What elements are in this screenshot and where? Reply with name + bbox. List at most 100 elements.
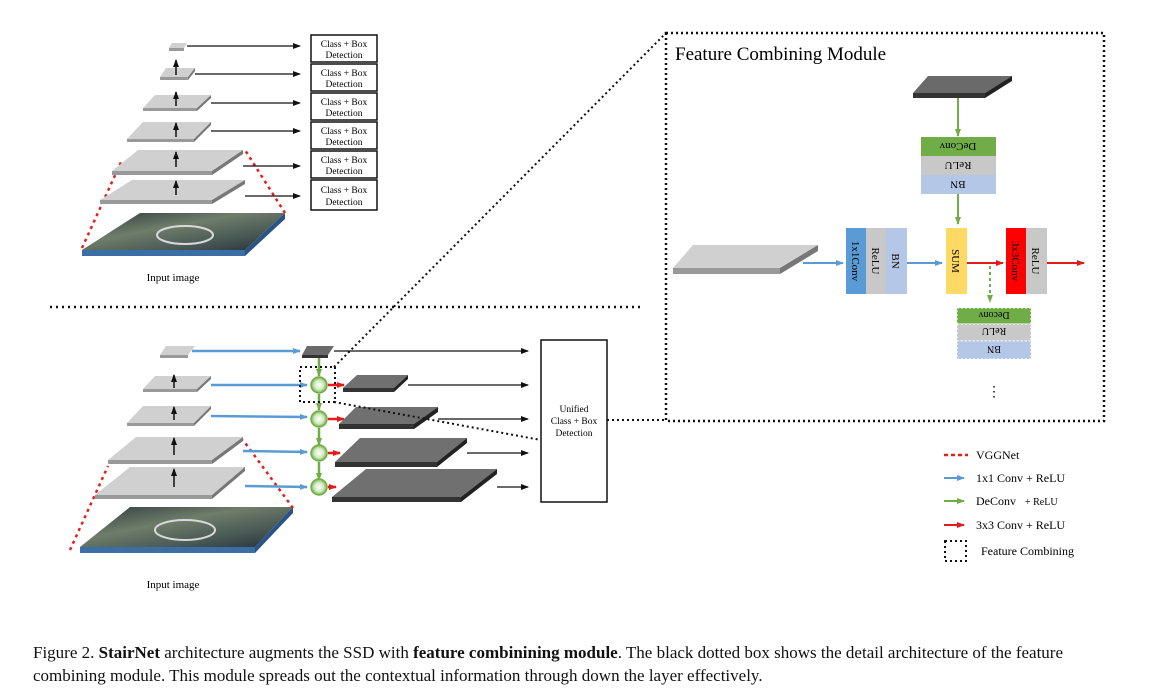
conv1x1-arrows — [192, 348, 308, 490]
svg-text:Detection: Detection — [326, 198, 363, 208]
output-layer-3 — [335, 438, 467, 467]
output-layer-2 — [339, 407, 438, 429]
conv1x1-stack: 1x1Conv ReLU BN — [846, 228, 907, 294]
svg-text:ReLU: ReLU — [1029, 248, 1041, 275]
svg-text:BN: BN — [950, 178, 965, 190]
svg-text:3x3 Conv + ReLU: 3x3 Conv + ReLU — [976, 518, 1065, 532]
svg-text:BN: BN — [987, 343, 1001, 354]
svg-text:Detection: Detection — [326, 138, 363, 148]
svg-text:Feature Combining: Feature Combining — [981, 544, 1074, 558]
module-title: Feature Combining Module — [675, 44, 886, 65]
deconv-stack: DeConv ReLU BN — [921, 137, 996, 194]
svg-text:ReLU: ReLU — [945, 159, 972, 171]
continuation-dots: ⋮ — [987, 385, 1001, 400]
conv3x3-block — [1006, 228, 1026, 294]
combining-nodes — [310, 376, 328, 496]
input-image-top — [82, 213, 285, 256]
relu-block — [921, 156, 996, 175]
svg-text:+ ReLU: + ReLU — [1025, 497, 1058, 508]
svg-text:Detection: Detection — [326, 109, 363, 119]
combining-node — [310, 478, 328, 496]
svg-text:Detection: Detection — [556, 429, 593, 439]
stair-layer-5 — [95, 467, 245, 499]
detection-box: Class + Box Detection — [310, 179, 378, 211]
detection-box: Class + Box Detection — [310, 150, 378, 179]
svg-text:VGGNet: VGGNet — [976, 448, 1020, 462]
svg-text:Class + Box: Class + Box — [321, 40, 368, 50]
svg-text:DeConv: DeConv — [939, 140, 976, 152]
detection-boxes: Class + Box Detection Class + Box Detect… — [310, 34, 378, 211]
ssd-layer-3 — [143, 95, 211, 111]
unified-arrows — [334, 348, 529, 490]
caption-prefix: Figure 2. — [33, 643, 99, 662]
legend-item-conv3x3: 3x3 Conv + ReLU — [944, 518, 1065, 532]
next-deconv-stack: Deconv ReLU BN — [956, 307, 1032, 360]
ssd-detection-arrows — [187, 43, 301, 199]
conv3x3-arrows — [328, 382, 345, 490]
svg-text:1x1Conv: 1x1Conv — [849, 241, 861, 282]
detection-box: Class + Box Detection — [310, 34, 378, 63]
sum-label: SUM — [949, 249, 961, 273]
output-layer-4 — [332, 469, 497, 502]
relu-block — [1026, 228, 1047, 294]
module-upper-layer — [913, 76, 1012, 98]
ssd-pyramid: Class + Box Detection Class + Box Detect… — [80, 34, 378, 284]
ssd-layer-5 — [112, 150, 243, 175]
svg-text:Unified: Unified — [559, 404, 588, 415]
svg-text:3x3Conv: 3x3Conv — [1009, 241, 1021, 282]
detection-box: Class + Box Detection — [310, 121, 378, 150]
svg-text:BN: BN — [889, 253, 901, 268]
svg-text:Class + Box: Class + Box — [551, 417, 598, 427]
svg-text:Class + Box: Class + Box — [321, 156, 368, 166]
input-image-label-top: Input image — [147, 272, 200, 284]
bn-block — [921, 175, 996, 194]
feature-combining-module: Feature Combining Module DeConv ReLU BN — [664, 31, 1106, 423]
svg-text:Detection: Detection — [326, 51, 363, 61]
module-lateral-layer — [673, 245, 818, 274]
svg-text:ReLU: ReLU — [981, 325, 1006, 336]
stairnet-diagram: Class + Box Detection Class + Box Detect… — [50, 31, 1106, 591]
input-image-bottom — [80, 507, 293, 553]
legend-item-conv1x1: 1x1 Conv + ReLU — [944, 471, 1065, 485]
conv3x3-stack: 3x3Conv ReLU — [1006, 228, 1047, 294]
combining-node — [310, 444, 328, 462]
svg-text:Class + Box: Class + Box — [321, 69, 368, 79]
svg-text:Detection: Detection — [326, 80, 363, 90]
svg-text:1x1 Conv + ReLU: 1x1 Conv + ReLU — [976, 471, 1065, 485]
stair-layer-3 — [127, 406, 211, 426]
sum-block — [946, 228, 967, 294]
legend-item-vggnet: VGGNet — [944, 448, 1020, 462]
legend-item-feature-combining: Feature Combining — [944, 540, 1074, 562]
svg-text:DeConv: DeConv — [976, 494, 1016, 508]
figure-caption: Figure 2. StairNet architecture augments… — [33, 641, 1133, 687]
svg-text:Class + Box: Class + Box — [321, 127, 368, 137]
svg-text:Detection: Detection — [326, 167, 363, 177]
legend-item-deconv: DeConv + ReLU — [944, 494, 1058, 508]
stair-top-dark-layer — [302, 346, 334, 358]
zoom-connectors — [333, 32, 667, 441]
input-image-label-bottom: Input image — [147, 579, 200, 591]
unified-detection-box: Unified Class + Box Detection — [540, 339, 608, 503]
relu-block — [866, 228, 886, 294]
output-layer-1 — [343, 375, 408, 392]
ssd-layer-4 — [127, 122, 211, 142]
detection-box: Class + Box Detection — [310, 92, 378, 121]
svg-text:ReLU: ReLU — [869, 248, 881, 275]
detection-box: Class + Box Detection — [310, 63, 378, 92]
svg-text:Class + Box: Class + Box — [321, 186, 368, 196]
bn-block — [956, 340, 1032, 360]
combining-node — [310, 376, 328, 394]
module-frame — [664, 31, 1106, 423]
stair-layer-2 — [143, 376, 211, 392]
caption-bold-module: feature combinining module — [413, 643, 618, 662]
stairnet-pyramid: Unified Class + Box Detection Input imag… — [68, 339, 608, 591]
legend: VGGNet 1x1 Conv + ReLU DeConv + ReLU 3x3… — [944, 448, 1074, 562]
deconv-block — [956, 307, 1032, 325]
ssd-layer-2 — [160, 68, 195, 80]
ssd-layer-6 — [100, 180, 245, 204]
caption-text: . The black dotted box shows the detail … — [33, 643, 1064, 685]
stair-layer-1 — [160, 346, 195, 358]
ssd-layer-1 — [169, 43, 187, 51]
stair-layer-4 — [108, 437, 243, 464]
caption-bold-stairnet: StairNet — [98, 643, 161, 662]
